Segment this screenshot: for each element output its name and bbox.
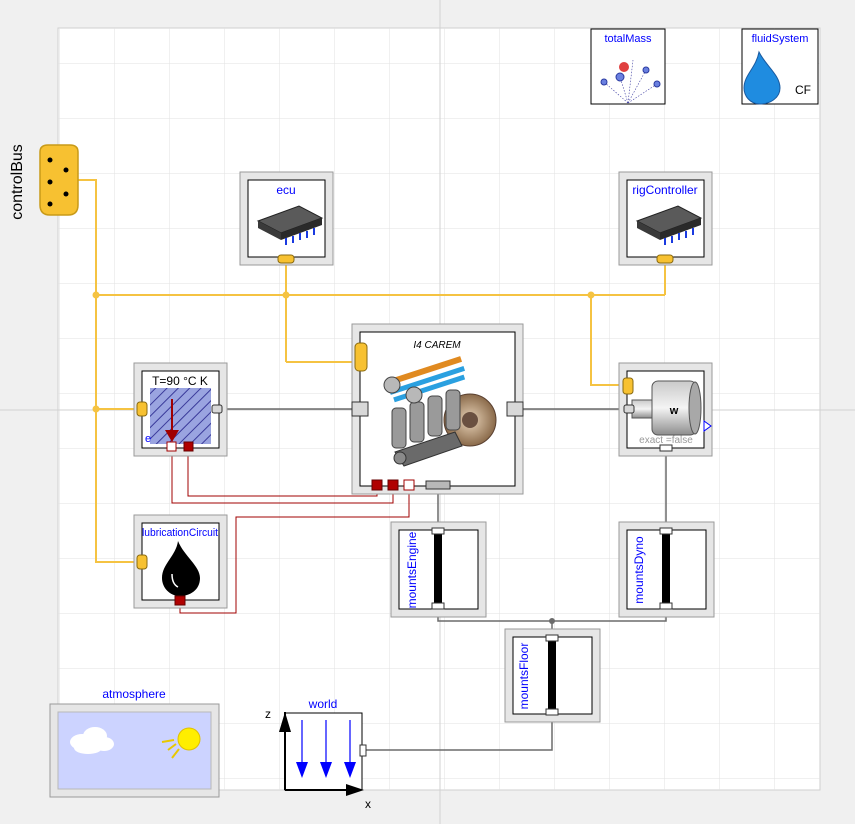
temperature-hatch (150, 388, 211, 444)
fluid-system-label: fluidSystem (752, 33, 809, 45)
atmosphere-block[interactable]: atmosphere (49, 687, 220, 798)
rig-controller-label: rigController (632, 183, 697, 197)
world-axis-z: z (265, 707, 271, 721)
fluid-system-block[interactable]: fluidSystem CF (741, 28, 819, 105)
world-axis-x: x (365, 797, 371, 811)
mounts-engine-block[interactable]: mountsEngine (390, 521, 487, 618)
engine-flange-left[interactable] (351, 401, 369, 417)
chip-icon (256, 205, 324, 245)
dyno-frame-port[interactable] (659, 444, 673, 452)
mounts-floor-label: mountsFloor (517, 643, 531, 710)
rig-controller-bus-port[interactable] (656, 254, 674, 264)
engine-label: I4 CAREM (413, 340, 461, 351)
temperature-heat-port-2[interactable] (183, 441, 194, 452)
temperature-flange[interactable] (211, 404, 223, 414)
world-block[interactable]: world z x (265, 697, 371, 811)
mounts-floor-block[interactable]: mountsFloor (504, 628, 601, 723)
total-mass-block[interactable]: totalMass (590, 28, 666, 105)
bus-junctions (92, 291, 595, 413)
ecu-bus-port[interactable] (277, 254, 295, 264)
rig-controller-block[interactable]: rigController (618, 171, 713, 266)
temperature-block[interactable]: T=90 °C K e (133, 362, 228, 457)
lubrication-label: lubricationCircuit (142, 527, 218, 539)
droplet-icon (743, 50, 781, 105)
dyno-block[interactable]: w exact =false (618, 362, 713, 457)
engine-heat-port-2[interactable] (387, 479, 399, 491)
engine-frame-port[interactable] (425, 480, 451, 490)
bus-connections[interactable] (78, 179, 666, 563)
heat-arrow-icon (165, 430, 179, 442)
dyno-flange[interactable] (623, 404, 635, 414)
world-frame-port[interactable] (359, 744, 367, 757)
lubrication-bus-port[interactable] (136, 554, 148, 570)
temperature-bus-port[interactable] (136, 401, 148, 417)
temperature-label: T=90 °C K (152, 374, 208, 388)
atmosphere-label: atmosphere (102, 687, 166, 701)
ecu-label: ecu (276, 183, 295, 197)
dyno-param: exact =false (639, 435, 693, 446)
dyno-letter: w (669, 405, 679, 417)
engine-icon (383, 356, 497, 467)
chip-icon (635, 205, 703, 245)
engine-heat-port-1[interactable] (371, 479, 383, 491)
temperature-heat-port-1[interactable] (166, 441, 177, 452)
total-mass-label: totalMass (604, 33, 652, 45)
dyno-output-port[interactable] (703, 420, 712, 432)
engine-block[interactable]: I4 CAREM (351, 323, 524, 495)
x-axis-arrow-icon (346, 784, 364, 796)
world-label: world (308, 697, 338, 711)
gravity-arrows-icon (301, 720, 351, 766)
z-axis-arrow-icon (279, 712, 291, 732)
engine-bus-port[interactable] (354, 342, 368, 372)
mech-junction (549, 618, 555, 624)
lubrication-heat-port[interactable] (174, 595, 186, 606)
lubrication-block[interactable]: lubricationCircuit (133, 514, 228, 609)
cloud-icon (70, 727, 114, 754)
temperature-sub: e (145, 433, 151, 445)
mass-icon (619, 62, 629, 72)
mounts-engine-label: mountsEngine (405, 531, 419, 608)
engine-flange-right[interactable] (506, 401, 524, 417)
control-bus-label: controlBus (9, 144, 26, 220)
dyno-bus-port[interactable] (622, 377, 634, 395)
control-bus-connector[interactable] (39, 144, 79, 216)
mounts-dyno-label: mountsDyno (632, 536, 646, 604)
ecu-block[interactable]: ecu (239, 171, 334, 266)
mounts-dyno-block[interactable]: mountsDyno (618, 521, 715, 618)
engine-heat-port-3[interactable] (403, 479, 415, 491)
sun-icon (161, 727, 201, 759)
fluid-system-sub: CF (795, 83, 811, 97)
oil-drop-icon (162, 541, 200, 596)
dyno-icon (631, 380, 702, 436)
